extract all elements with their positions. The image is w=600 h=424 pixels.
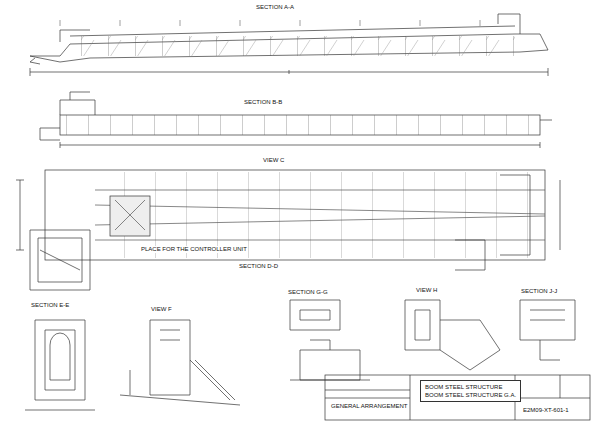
view-label: GENERAL ARRANGEMENT [330,403,408,410]
view-label: SECTION A-A [255,4,295,11]
view-label: SECTION D-D [238,263,279,270]
view-label: SECTION E-E [30,302,70,309]
view-label: E2M09-XT-601-1 [522,407,570,414]
view-label: VIEW F [150,306,173,313]
view-label: SECTION J-J [520,288,558,295]
title-text: BOOM STEEL STRUCTURE G.A. [425,391,516,399]
view-label: SECTION G-G [287,289,329,296]
view-label: PLACE FOR THE CONTROLLER UNIT [140,246,248,253]
view-label: SECTION B-B [243,99,283,106]
title-text: BOOM STEEL STRUCTURE [425,383,516,391]
title-block-cell: BOOM STEEL STRUCTUREBOOM STEEL STRUCTURE… [420,380,521,402]
view-label: VIEW H [415,287,438,294]
view-label: VIEW C [262,157,285,164]
